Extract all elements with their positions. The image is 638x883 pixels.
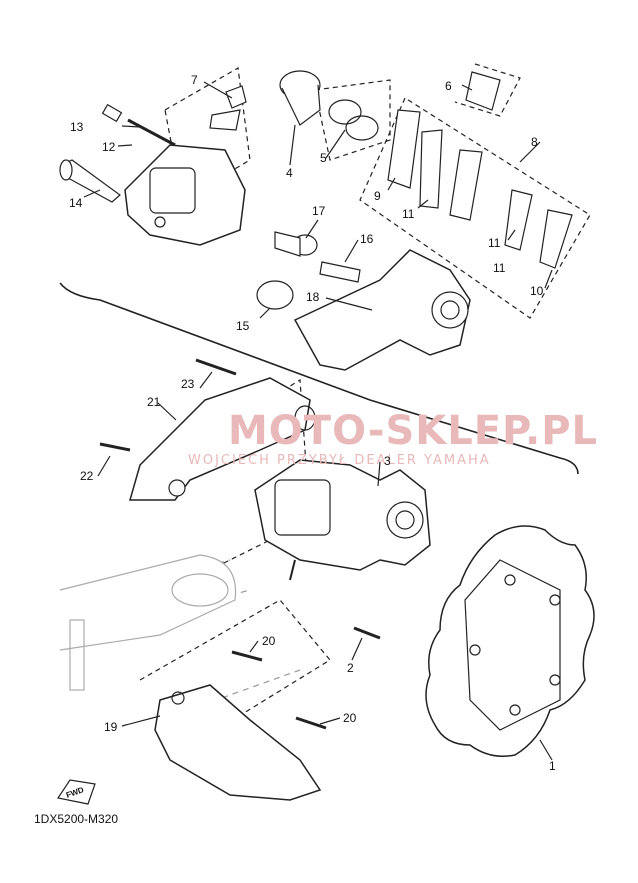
fwd-arrow xyxy=(57,779,96,805)
diagram-code: 1DX5200-M320 xyxy=(34,812,119,826)
bolt-20a xyxy=(231,650,263,662)
label-22: 22 xyxy=(80,469,94,483)
section-divider-curve xyxy=(59,282,579,475)
label-5: 5 xyxy=(320,151,327,165)
pad-spring-6 xyxy=(465,71,501,111)
label-10: 10 xyxy=(530,284,544,298)
bleeder-7 xyxy=(225,85,247,109)
label-19: 19 xyxy=(104,720,118,734)
bolt-2 xyxy=(353,626,381,640)
label-15: 15 xyxy=(236,319,250,333)
label-4: 4 xyxy=(286,166,293,180)
label-7: 7 xyxy=(191,73,198,87)
label-18: 18 xyxy=(306,290,320,304)
label-17: 17 xyxy=(312,204,326,218)
label-20a: 20 xyxy=(262,634,276,648)
label-20b: 20 xyxy=(343,711,357,725)
label-11b: 11 xyxy=(488,236,501,250)
pad-11b xyxy=(449,149,483,221)
pad-shim-10 xyxy=(539,209,573,269)
label-11c: 11 xyxy=(493,261,506,275)
label-14: 14 xyxy=(69,196,83,210)
label-8: 8 xyxy=(531,135,538,149)
pad-11c xyxy=(504,189,533,251)
group-box-8 xyxy=(359,97,591,319)
group-box-7 xyxy=(164,67,251,201)
label-23: 23 xyxy=(181,377,195,391)
pad-11a xyxy=(419,129,443,209)
label-6: 6 xyxy=(445,79,452,93)
bolt-22 xyxy=(99,442,131,452)
group-box-guard xyxy=(139,599,331,741)
watermark-sub: WOJCIECH PRZYBYŁ DEALER YAMAHA xyxy=(188,453,491,468)
bracket-21 xyxy=(129,377,311,501)
group-box-5 xyxy=(314,79,391,161)
label-11a: 11 xyxy=(402,207,415,221)
pad-shim-9 xyxy=(387,109,421,189)
label-9: 9 xyxy=(374,189,381,203)
label-12: 12 xyxy=(102,140,116,154)
label-13: 13 xyxy=(70,120,84,134)
label-1: 1 xyxy=(549,759,556,773)
label-2: 2 xyxy=(347,661,354,675)
label-16: 16 xyxy=(360,232,374,246)
caliper-bracket-top xyxy=(293,249,471,371)
bolt-20b xyxy=(295,716,327,730)
watermark-main: MOTO-SKLEP.PL xyxy=(228,408,599,454)
swingarm xyxy=(59,554,237,651)
bolt-23 xyxy=(195,358,237,376)
label-3: 3 xyxy=(384,454,391,468)
label-21: 21 xyxy=(147,395,161,409)
pin-12 xyxy=(127,118,176,147)
group-box-bracket xyxy=(151,378,311,591)
guard-19 xyxy=(154,684,322,801)
